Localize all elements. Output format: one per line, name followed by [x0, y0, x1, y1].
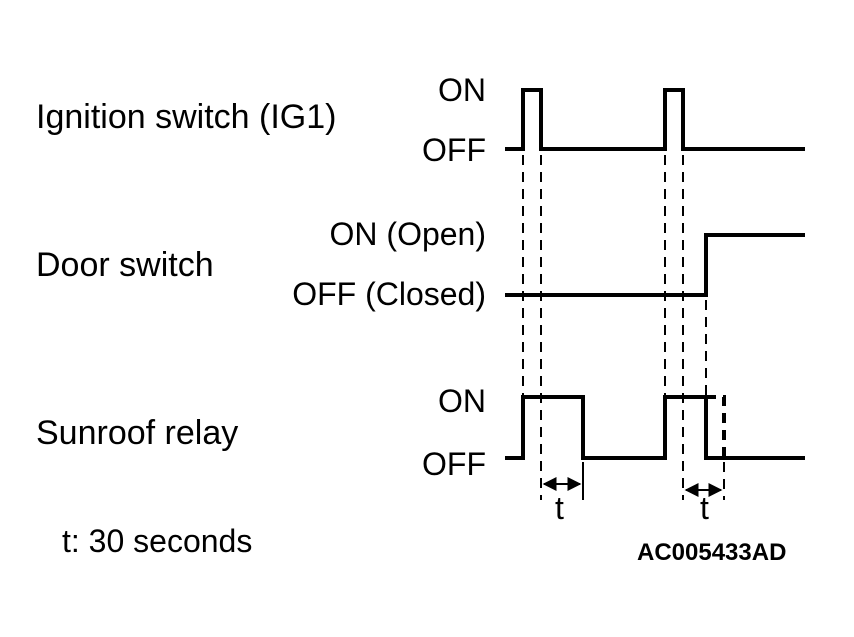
- relay-extension-dashed: [706, 395, 726, 458]
- interval-label-2: t: [700, 490, 709, 526]
- door-waveform: [505, 233, 805, 297]
- interval-label-1: t: [555, 490, 564, 526]
- figure-code: AC005433AD: [637, 539, 787, 566]
- relay-on-label: ON: [438, 383, 486, 419]
- door-on-label: ON (Open): [329, 216, 486, 252]
- relay-waveform: [505, 395, 805, 460]
- sunroof-relay-label: Sunroof relay: [36, 414, 239, 452]
- relay-off-label: OFF: [422, 446, 486, 482]
- ignition-waveform: [505, 88, 805, 151]
- ignition-switch-label: Ignition switch (IG1): [36, 98, 337, 136]
- interval-note: t: 30 seconds: [62, 523, 253, 559]
- ignition-off-label: OFF: [422, 132, 486, 168]
- door-off-label: OFF (Closed): [292, 276, 486, 312]
- reference-lines: [522, 155, 725, 500]
- ignition-on-label: ON: [438, 72, 486, 108]
- door-switch-label: Door switch: [36, 246, 214, 284]
